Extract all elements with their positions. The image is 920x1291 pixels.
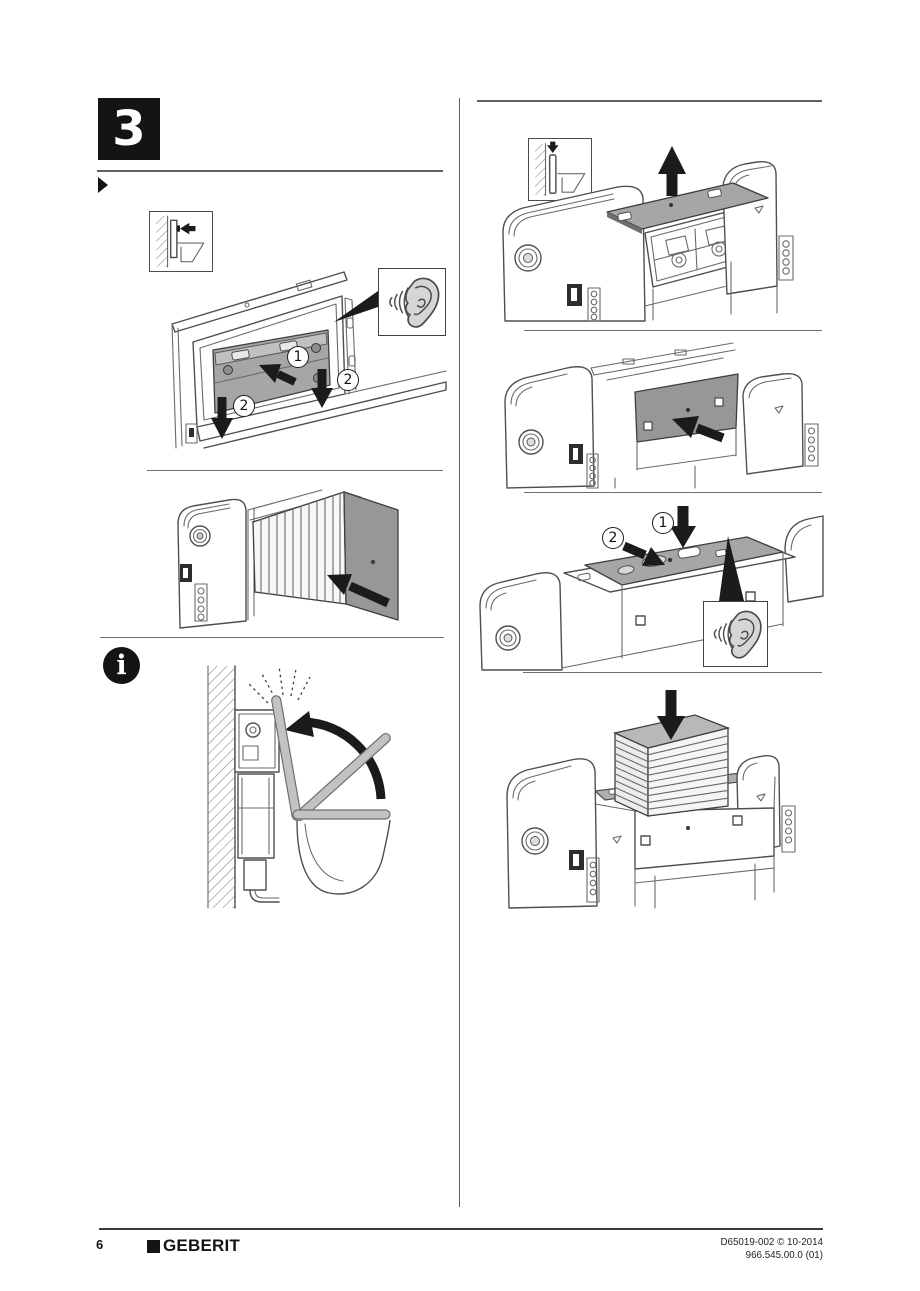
insert-protection-box-illustration: [177, 489, 399, 629]
step-number-box: 3: [98, 98, 160, 160]
wall-push-down-icon: [535, 141, 586, 196]
step-number: 3: [112, 101, 146, 157]
right-column-rule-top: [477, 100, 822, 102]
brand-name: GEBERIT: [163, 1236, 240, 1255]
step-bullet-icon: [98, 177, 108, 193]
swing-arc-arrow-icon: [285, 711, 386, 800]
brand-square-icon: [147, 1240, 160, 1253]
left-column-rule-bottom: [100, 637, 444, 639]
doc-ref: D65019-002 © 10-2014: [720, 1237, 823, 1248]
seat-position-mid: [293, 732, 391, 822]
callout-2-right: 2: [337, 369, 359, 391]
callout-2-left: 2: [233, 395, 255, 417]
impact-rays: [248, 665, 311, 704]
doc-version: 966.545.00.0 (01): [745, 1250, 823, 1261]
doc-codes: D65019-002 © 10-2014 966.545.00.0 (01): [720, 1236, 823, 1262]
left-column-rule-top: [97, 170, 443, 172]
slide-down-arrow-left-icon: [211, 397, 233, 439]
callout-1: 1: [287, 346, 309, 368]
slide-down-icon: [528, 138, 592, 201]
slide-down-arrow-right-icon: [311, 369, 333, 408]
page-number: 6: [96, 1237, 104, 1252]
press-diagonal-arrow-icon: [622, 541, 665, 566]
left-column-rule-mid: [147, 470, 443, 472]
place-down-arrow-icon: [657, 690, 685, 740]
ear-icon: [713, 610, 762, 659]
lift-up-arrow-icon: [658, 146, 686, 196]
place-protection-box-illustration: [506, 690, 796, 909]
seat-swing-cross-section-illustration: [207, 665, 391, 909]
column-divider: [459, 98, 461, 1207]
wall-hatch: [208, 666, 235, 908]
toilet-bowl: [296, 819, 391, 895]
press-down-arrow-icon: [670, 506, 696, 548]
right-column-rule-3: [524, 492, 822, 494]
listen-click-indicator-2: [703, 601, 768, 667]
brand-logo: GEBERIT: [147, 1236, 240, 1256]
wall-push-left-icon: [156, 215, 205, 268]
push-plate-arrow-icon: [259, 364, 297, 386]
lift-cover-illustration: [502, 146, 794, 322]
insert-arrow-icon: [327, 574, 390, 608]
info-symbol: i: [116, 650, 127, 681]
footer-rule: [99, 1228, 823, 1230]
seat-position-down: [292, 809, 391, 820]
ear-callout-pointer: [334, 291, 378, 322]
info-icon: i: [103, 647, 140, 684]
insert-protection-plate-illustration: [504, 342, 819, 489]
right-column-rule-2: [524, 330, 822, 332]
ear-icon: [389, 277, 440, 328]
callout-press-1: 1: [652, 512, 674, 534]
callout-press-2: 2: [602, 527, 624, 549]
insert-plate-arrow-icon: [672, 416, 725, 443]
right-column-rule-4: [523, 672, 822, 674]
ear-callout-pointer: [719, 536, 744, 601]
flush-mechanism: [665, 225, 730, 268]
press-cover-illustration: [479, 506, 824, 671]
press-to-wall-icon: [149, 211, 213, 272]
listen-click-indicator-1: [378, 268, 446, 336]
